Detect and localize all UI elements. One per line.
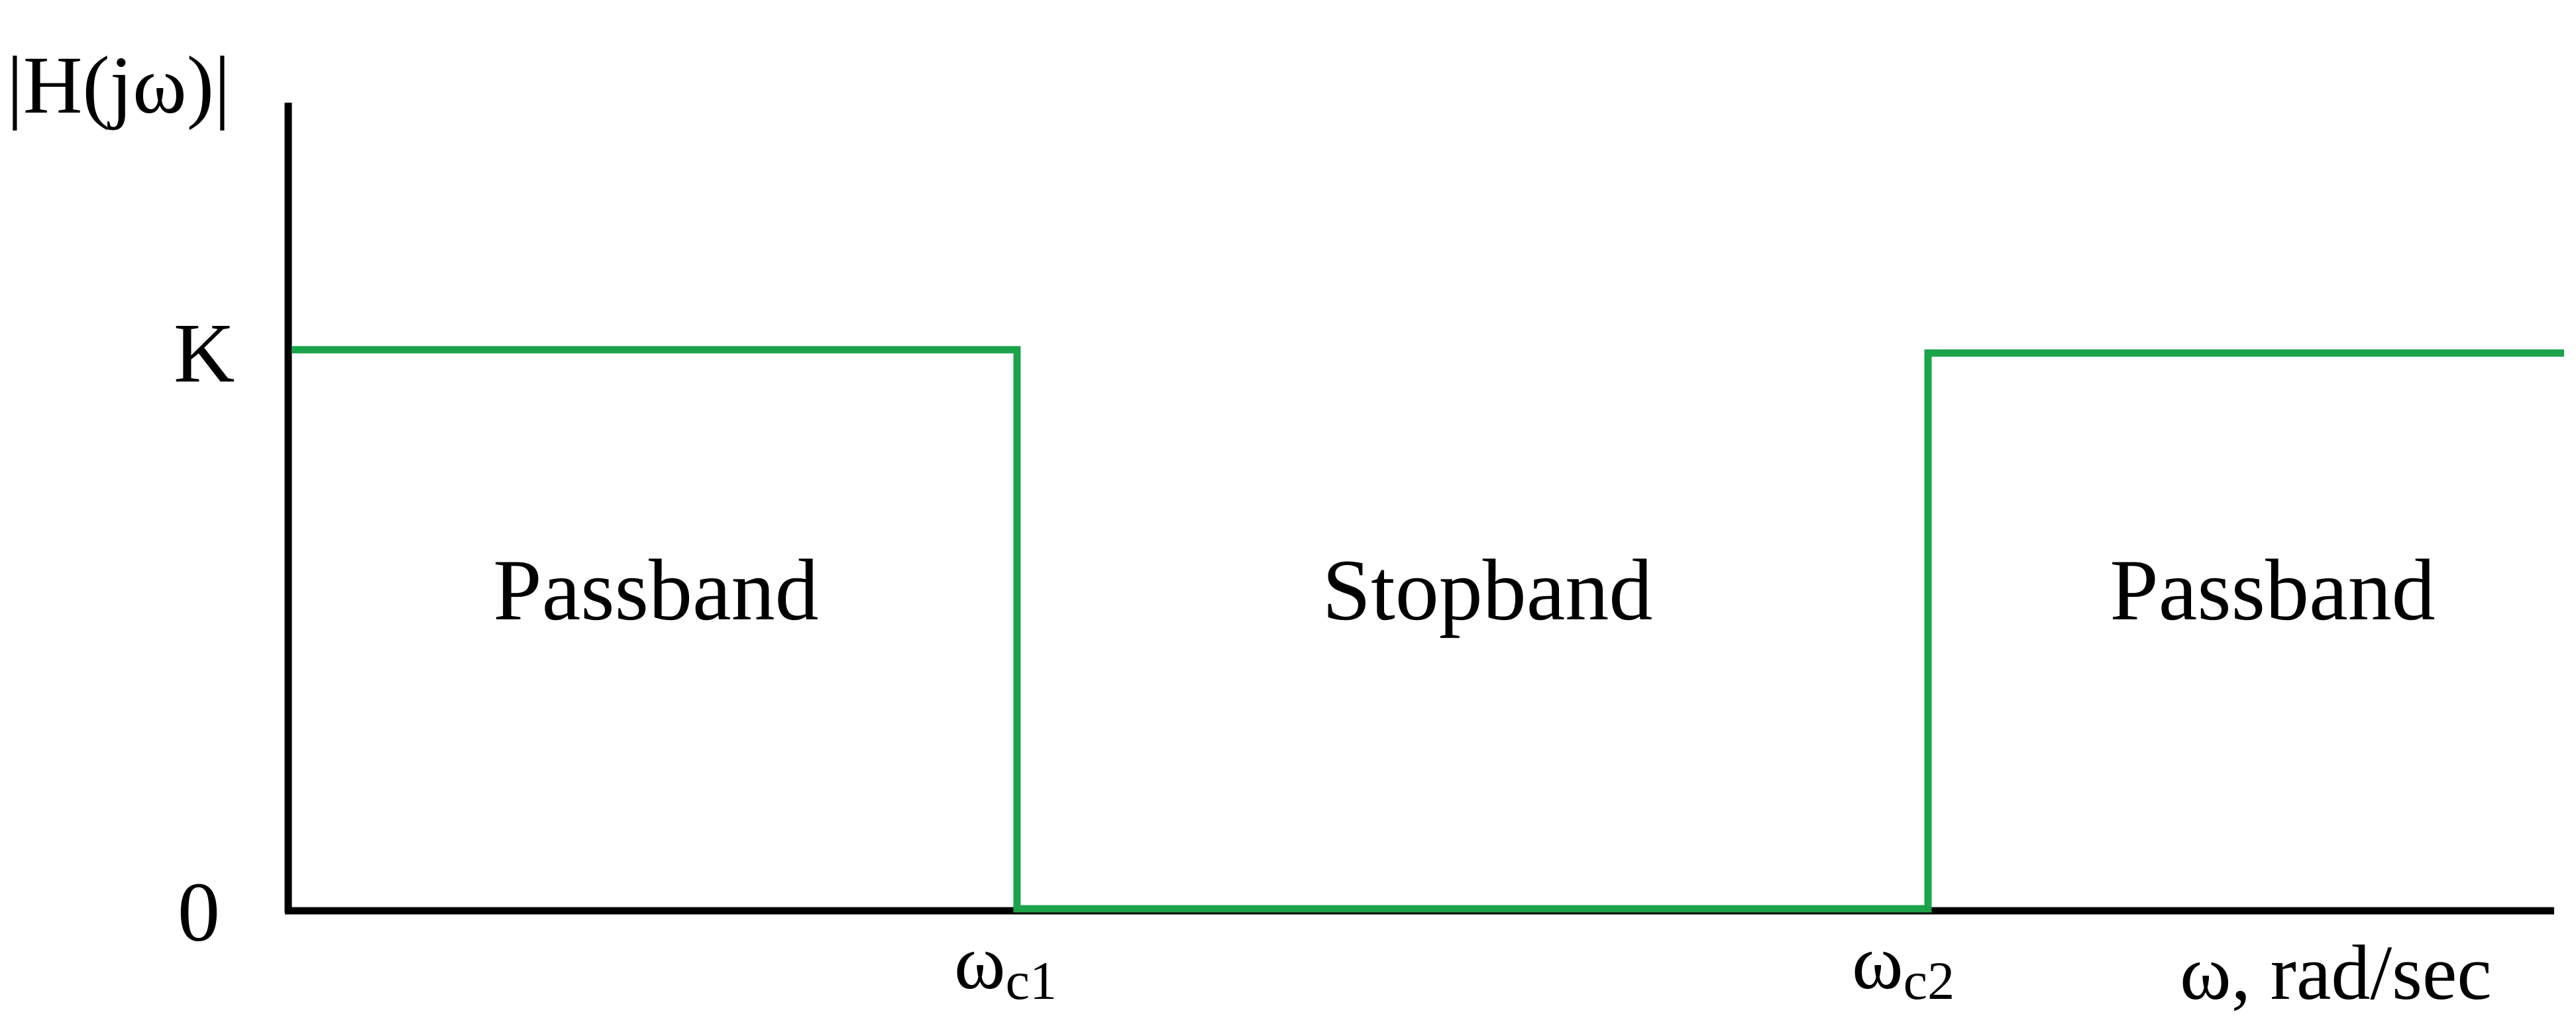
x-axis-label: ω, rad/sec <box>2180 929 2492 1016</box>
region-label-passband-left: Passband <box>493 541 818 639</box>
y-axis-label: |H(jω)| <box>7 40 231 130</box>
region-label-passband-right: Passband <box>2110 541 2435 639</box>
y-tick-label-k: K <box>174 306 235 400</box>
x-tick-label-wc1-base: ω <box>954 919 1006 1005</box>
x-tick-label-wc2-base: ω <box>1852 919 1904 1005</box>
x-tick-label-wc1: ωc1 <box>954 919 1057 1011</box>
magnitude-response-line <box>292 346 2564 913</box>
x-tick-label-wc2: ωc2 <box>1852 919 1955 1011</box>
region-label-stopband: Stopband <box>1322 541 1653 639</box>
x-tick-label-wc1-sub: c1 <box>1006 951 1057 1011</box>
x-tick-label-wc2-sub: c2 <box>1904 951 1955 1011</box>
y-tick-label-zero: 0 <box>178 865 220 959</box>
